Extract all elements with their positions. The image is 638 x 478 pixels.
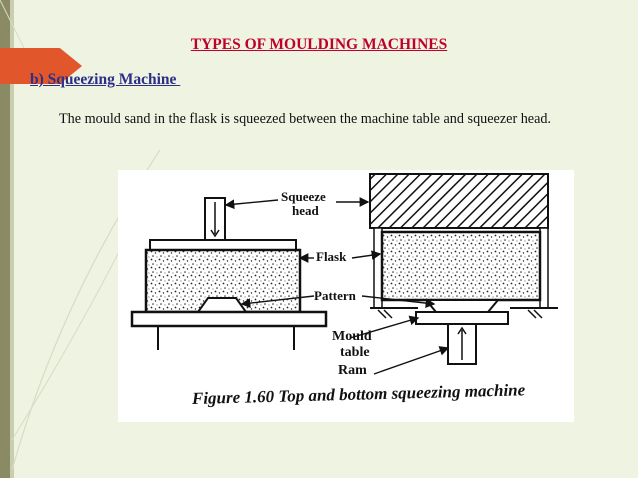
section-subtitle: b) Squeezing Machine [30,71,181,88]
bottom-squeezer [369,173,558,365]
left-decor-band [0,0,10,478]
top-squeezer [130,197,328,350]
label-flask: Flask [316,249,347,264]
label-mould: Mould [332,329,372,344]
left-decor-band-light [10,0,14,478]
label-table: table [340,345,370,360]
slide-title: TYPES OF MOULDING MACHINES [190,36,448,53]
label-pattern: Pattern [314,288,356,303]
squeezing-machine-figure: Squeeze head Flask Pattern Mould table R… [118,170,574,422]
label-head: head [292,203,319,218]
machine-diagram [130,173,558,375]
body-paragraph: The mould sand in the flask is squeezed … [59,111,552,127]
leader-lines [224,197,450,375]
label-ram: Ram [338,363,367,378]
label-squeeze: Squeeze [281,189,326,204]
